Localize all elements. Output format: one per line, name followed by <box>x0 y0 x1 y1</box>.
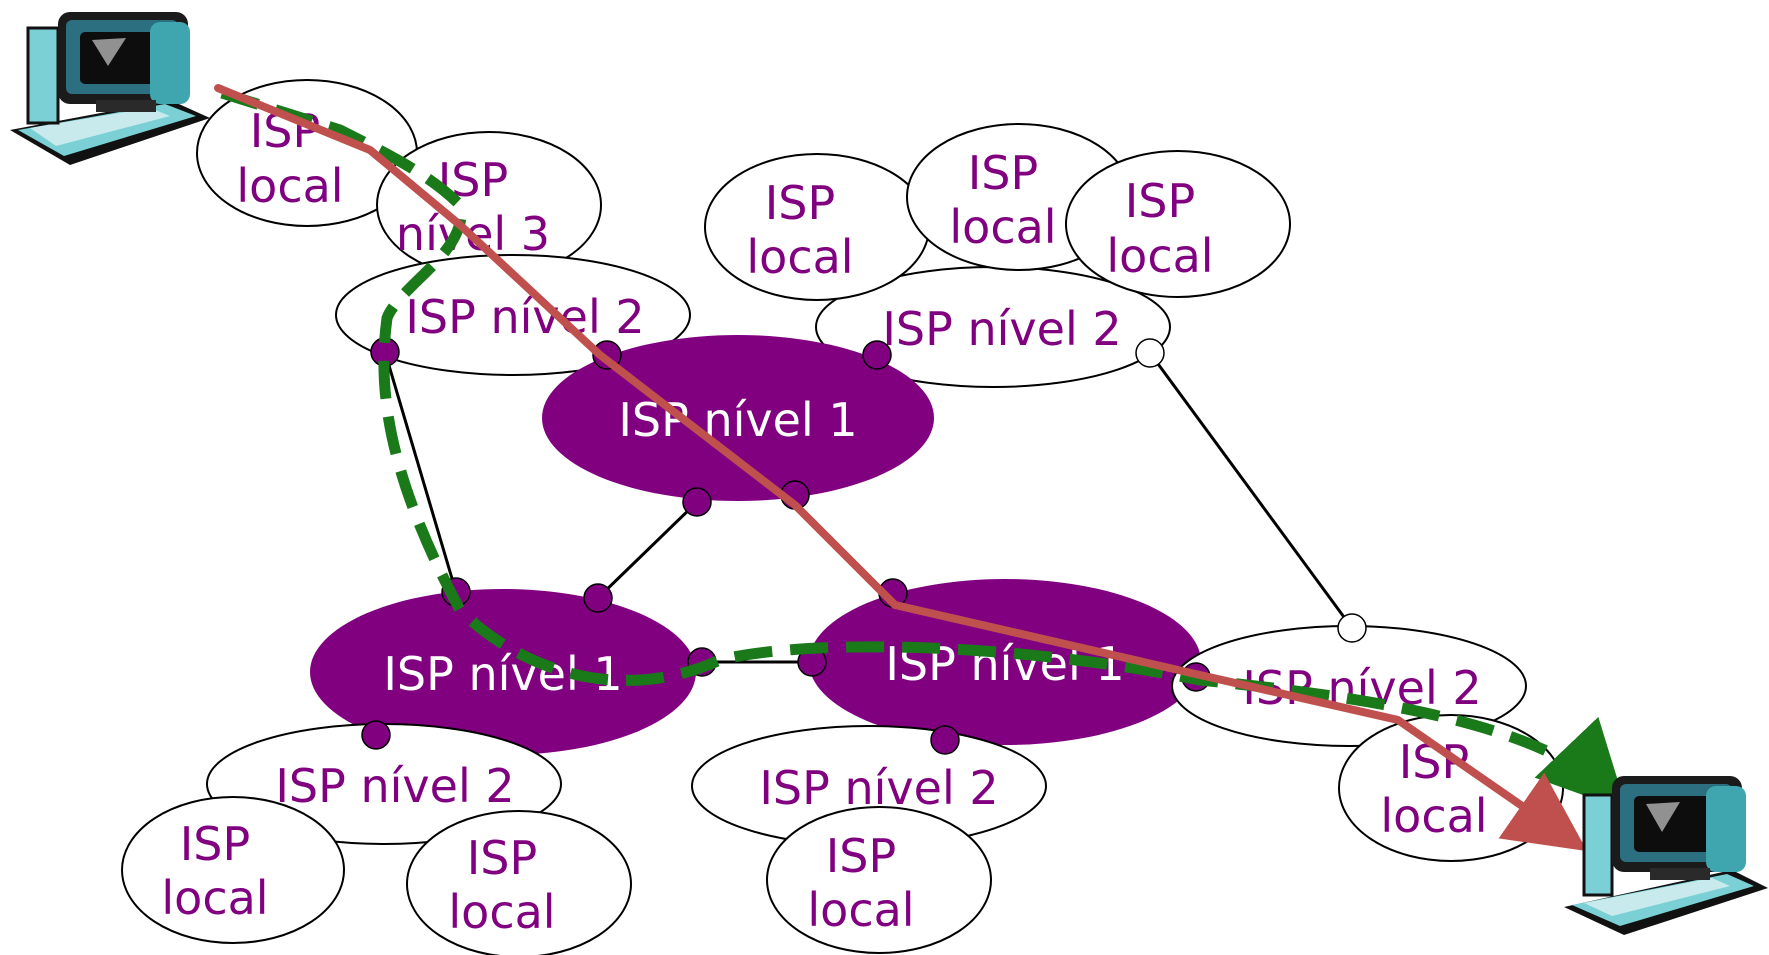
isp-local-8-line2: local <box>1380 789 1487 843</box>
isp-local-4-line1: ISP <box>1125 174 1196 228</box>
isp-level2-lower-right-label: ISP nível 2 <box>1242 661 1481 715</box>
cluster-lower-left: ISP nível 2 ISP local ISP local <box>121 723 632 955</box>
isp-level2-upper-right-label: ISP nível 2 <box>882 302 1121 356</box>
node-tier1-left-b <box>583 583 613 613</box>
node-tier2-lower-right-a <box>1337 613 1367 643</box>
computer-icon-destination <box>1564 776 1768 935</box>
route-dashed-green <box>220 87 1628 811</box>
tier1-backbone: ISP nível 1 ISP nível 1 ISP nível 1 <box>310 335 1201 755</box>
isp-local-6-line1: ISP <box>467 831 538 885</box>
node-tier1-right-d <box>930 725 960 755</box>
isp-local-5 <box>121 796 345 944</box>
isp-level1-right <box>809 579 1201 745</box>
cluster-upper-left: ISP local ISP nível 3 ISP nível 2 <box>196 79 691 376</box>
isp-level1-top <box>542 335 934 501</box>
cluster-upper-right: ISP local ISP local ISP local ISP nível … <box>704 123 1291 388</box>
isp-level1-left <box>310 589 696 755</box>
cluster-lower-right: ISP nível 2 ISP local <box>1171 625 1564 862</box>
link-tier2-left-to-tier1-left <box>383 351 458 593</box>
isp-local-3-line2: local <box>949 200 1056 254</box>
isp-local-7 <box>766 806 992 954</box>
link-tier2-right-to-tier2-lower <box>1148 352 1354 629</box>
isp-local-4-line2: local <box>1106 229 1213 283</box>
cluster-lower-middle: ISP nível 2 ISP local <box>691 725 1047 954</box>
connection-points <box>361 337 1367 755</box>
isp-level2-lower-left-label: ISP nível 2 <box>275 759 514 813</box>
node-tier1-left-d <box>361 720 391 750</box>
isp-local-5-line1: ISP <box>180 817 251 871</box>
isp-local-6-line2: local <box>448 885 555 939</box>
isp-local-7-line1: ISP <box>826 829 897 883</box>
link-tier1-top-to-tier1-left <box>596 500 699 600</box>
node-tier1-top-a <box>682 487 712 517</box>
isp-local-2-line2: local <box>746 230 853 284</box>
isp-local-4 <box>1065 150 1291 298</box>
links <box>383 351 1354 664</box>
isp-local-3-line1: ISP <box>968 146 1039 200</box>
isp-local-6 <box>406 810 632 955</box>
route-solid-red <box>214 84 1588 852</box>
isp-local-7-line2: local <box>807 883 914 937</box>
isp-local-5-line2: local <box>161 871 268 925</box>
isp-local-2-line1: ISP <box>765 176 836 230</box>
node-tier2-upper-right-b <box>1135 338 1165 368</box>
isp-level2-upper-left-label: ISP nível 2 <box>405 290 644 344</box>
node-tier2-upper-right-a <box>862 340 892 370</box>
computer-icon-source <box>10 12 210 165</box>
isp-local-1-line2: local <box>236 159 343 213</box>
